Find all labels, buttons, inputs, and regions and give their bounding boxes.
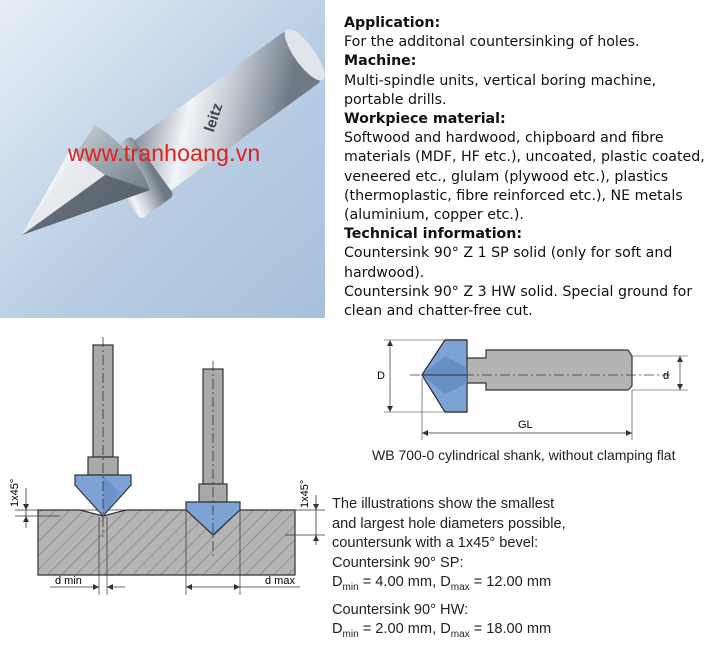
workpiece-section: [37, 509, 296, 576]
countersink-usage-diagram: 1x45° 1x45° d min d max: [0, 325, 335, 600]
bevel-label-left: 1x45°: [9, 479, 21, 507]
hw-diameters: Dmin = 2.00 mm, Dmax = 18.00 mm: [332, 621, 552, 640]
illustration-line-1: The illustrations show the smallest: [332, 496, 555, 512]
machine-heading: Machine:: [344, 53, 417, 70]
countersink-tool-left: [74, 337, 132, 537]
technical-text-1: Countersink 90° Z 1 SP solid (only for s…: [344, 245, 673, 281]
shank-dimension-drawing: D d GL: [370, 328, 710, 443]
GL-label: GL: [518, 419, 533, 431]
d-label: d: [663, 370, 669, 382]
watermark-text: www.tranhoang.vn: [68, 140, 261, 166]
product-info: Application: For the additonal countersi…: [344, 14, 706, 321]
product-photo: leitz www.tranhoang.vn: [0, 0, 325, 318]
hw-heading: Countersink 90° HW:: [332, 601, 469, 618]
bevel-label-right: 1x45°: [299, 480, 311, 508]
sp-diameters: Dmin = 4.00 mm, Dmax = 12.00 mm: [332, 574, 552, 593]
technical-heading: Technical information:: [344, 226, 523, 243]
machine-text: Multi-spindle units, vertical boring mac…: [344, 72, 657, 108]
D-label: D: [377, 370, 385, 382]
application-text: For the additonal countersinking of hole…: [344, 34, 640, 51]
sp-heading: Countersink 90° SP:: [332, 554, 464, 571]
illustration-line-2: and largest hole diameters possible,: [332, 515, 566, 532]
workpiece-heading: Workpiece material:: [344, 111, 506, 128]
drawing-caption: WB 700-0 cylindrical shank, without clam…: [372, 447, 676, 463]
illustration-notes: The illustrations show the smallest and …: [332, 495, 707, 640]
dmax-label: d max: [265, 575, 295, 587]
countersink-tool-right: [185, 361, 241, 557]
illustration-line-3: countersunk with a 1x45° bevel:: [332, 535, 539, 551]
dmin-label: d min: [55, 575, 82, 587]
workpiece-text: Softwood and hardwood, chipboard and fib…: [344, 130, 705, 224]
technical-text-2: Countersink 90° Z 3 HW solid. Special gr…: [344, 283, 693, 320]
application-heading: Application:: [344, 15, 441, 31]
countersink-photo-graphic: leitz: [0, 0, 325, 318]
